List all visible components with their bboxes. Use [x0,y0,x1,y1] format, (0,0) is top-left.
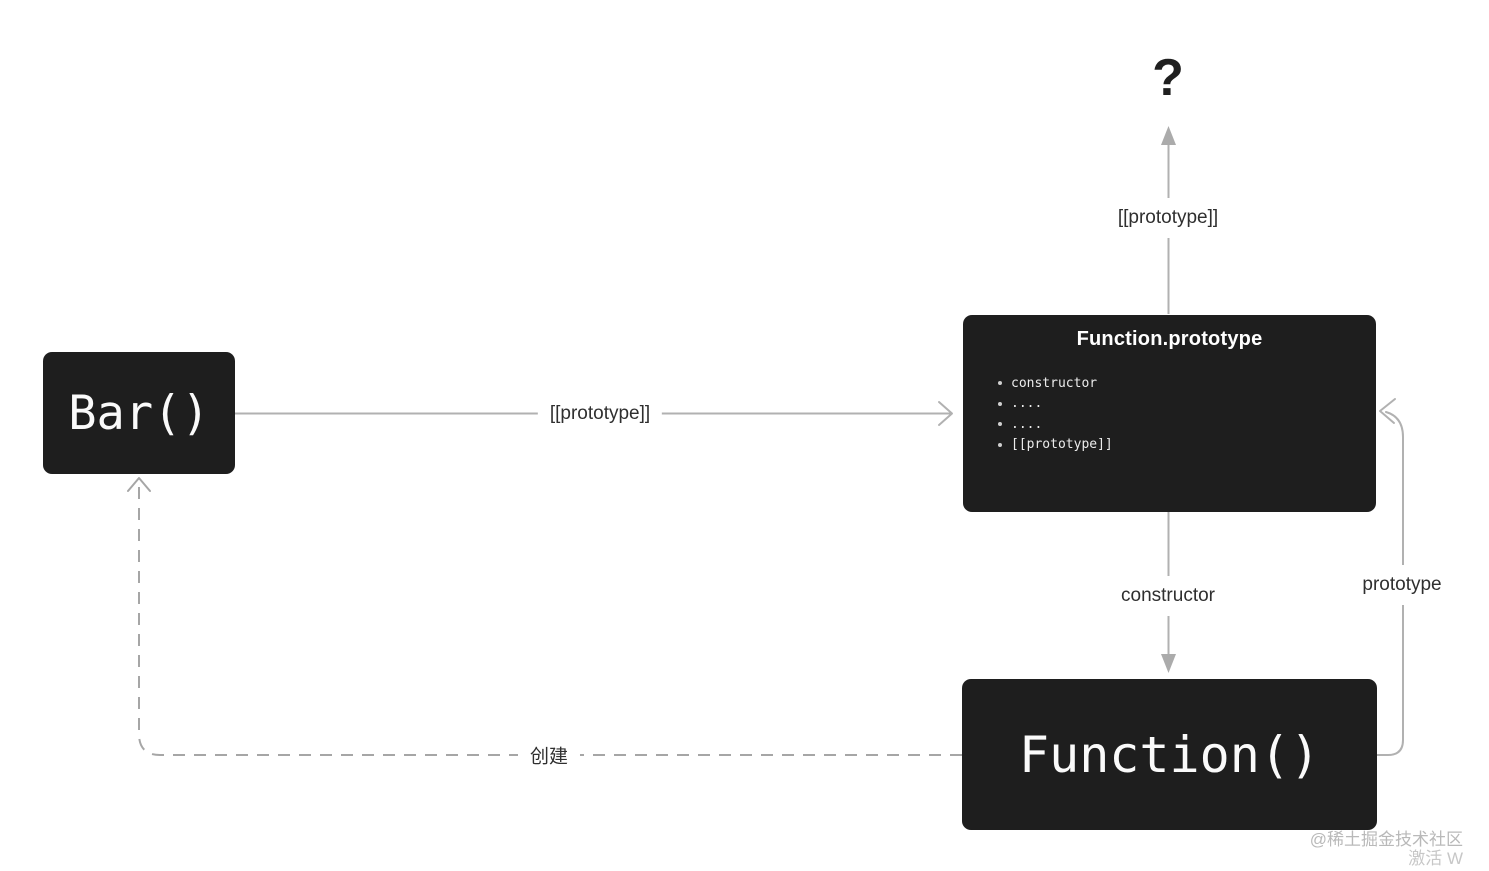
bullet-dot [998,442,1002,447]
node-function-constructor: Function() [962,679,1377,830]
edge-function-prototype-curve [1376,398,1404,756]
edge-label-top-prototype: [[prototype]] [1113,198,1223,238]
edge-label-constructor: constructor [1117,576,1219,616]
edge-label-bar-prototype: [[prototype]] [537,403,663,425]
watermark: @稀土掘金技术社区 激活 W [1310,830,1463,868]
bullet-dot [998,401,1002,406]
member-text: .... [1011,396,1043,412]
node-function-prototype-title: Function.prototype [1076,328,1263,350]
member-text: constructor [1011,375,1098,391]
member-row: .... [998,414,1376,435]
member-list: constructor .... .... [[prototype]] [998,373,1376,455]
watermark-line2: 激活 W [1408,849,1463,868]
member-text: .... [1011,416,1043,432]
member-row: [[prototype]] [998,435,1376,456]
node-bar: Bar() [43,352,235,474]
watermark-line1: @稀土掘金技术社区 [1309,830,1463,849]
member-row: .... [998,394,1376,415]
edge-function-creates-bar [127,477,962,756]
edge-label-prototype: prototype [1358,565,1446,605]
node-function-constructor-title: Function() [1018,725,1321,784]
node-function-prototype: Function.prototype constructor .... ....… [963,315,1376,512]
question-mark: ? [1152,49,1184,107]
bullet-dot [998,422,1002,427]
node-bar-title: Bar() [68,385,210,441]
bullet-dot [998,381,1002,386]
member-text: [[prototype]] [1011,437,1113,453]
member-row: constructor [998,373,1376,394]
edge-label-create: 创建 [517,741,581,769]
